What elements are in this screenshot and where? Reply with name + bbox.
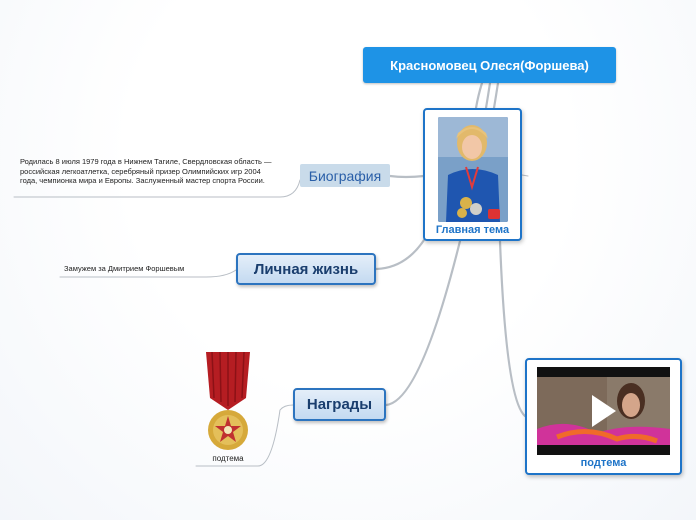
main-topic-card[interactable]: Главная тема — [423, 108, 522, 241]
video-thumbnail[interactable] — [537, 367, 670, 455]
underline-awards — [195, 404, 294, 467]
link-main-awards — [384, 239, 462, 407]
personal-life-note: Замужем за Дмитрием Форшевым — [64, 264, 185, 273]
video-topic-label: подтема — [580, 457, 627, 469]
biography-topic[interactable]: Биография — [300, 164, 390, 187]
biography-note: Родилась 8 июля 1979 года в Нижнем Тагил… — [20, 157, 272, 185]
biography-label: Биография — [308, 167, 382, 184]
link-root-main — [474, 81, 484, 110]
link-main-biography — [388, 174, 426, 179]
video-topic-card[interactable]: подтема — [525, 358, 682, 475]
link-main-right — [521, 174, 529, 177]
personal-life-label: Личная жизнь — [253, 260, 359, 278]
awards-topic[interactable]: Награды — [293, 388, 386, 421]
link-root-main-3 — [492, 81, 500, 110]
root-topic-label: Красномовец Олеся(Форшева) — [390, 57, 589, 73]
link-main-personal — [374, 228, 432, 271]
play-icon — [592, 395, 616, 427]
link-main-video — [498, 239, 527, 418]
awards-label: Награды — [306, 396, 373, 413]
link-root-main-2 — [484, 81, 492, 110]
athlete-photo — [438, 117, 508, 222]
medal-caption: подтема — [212, 454, 244, 463]
underline-personal — [59, 269, 237, 278]
medal-image[interactable] — [200, 348, 256, 452]
underline-biography — [13, 179, 301, 198]
root-topic[interactable]: Красномовец Олеся(Форшева) — [363, 47, 616, 83]
personal-life-topic[interactable]: Личная жизнь — [236, 253, 376, 285]
main-topic-label: Главная тема — [435, 224, 510, 236]
